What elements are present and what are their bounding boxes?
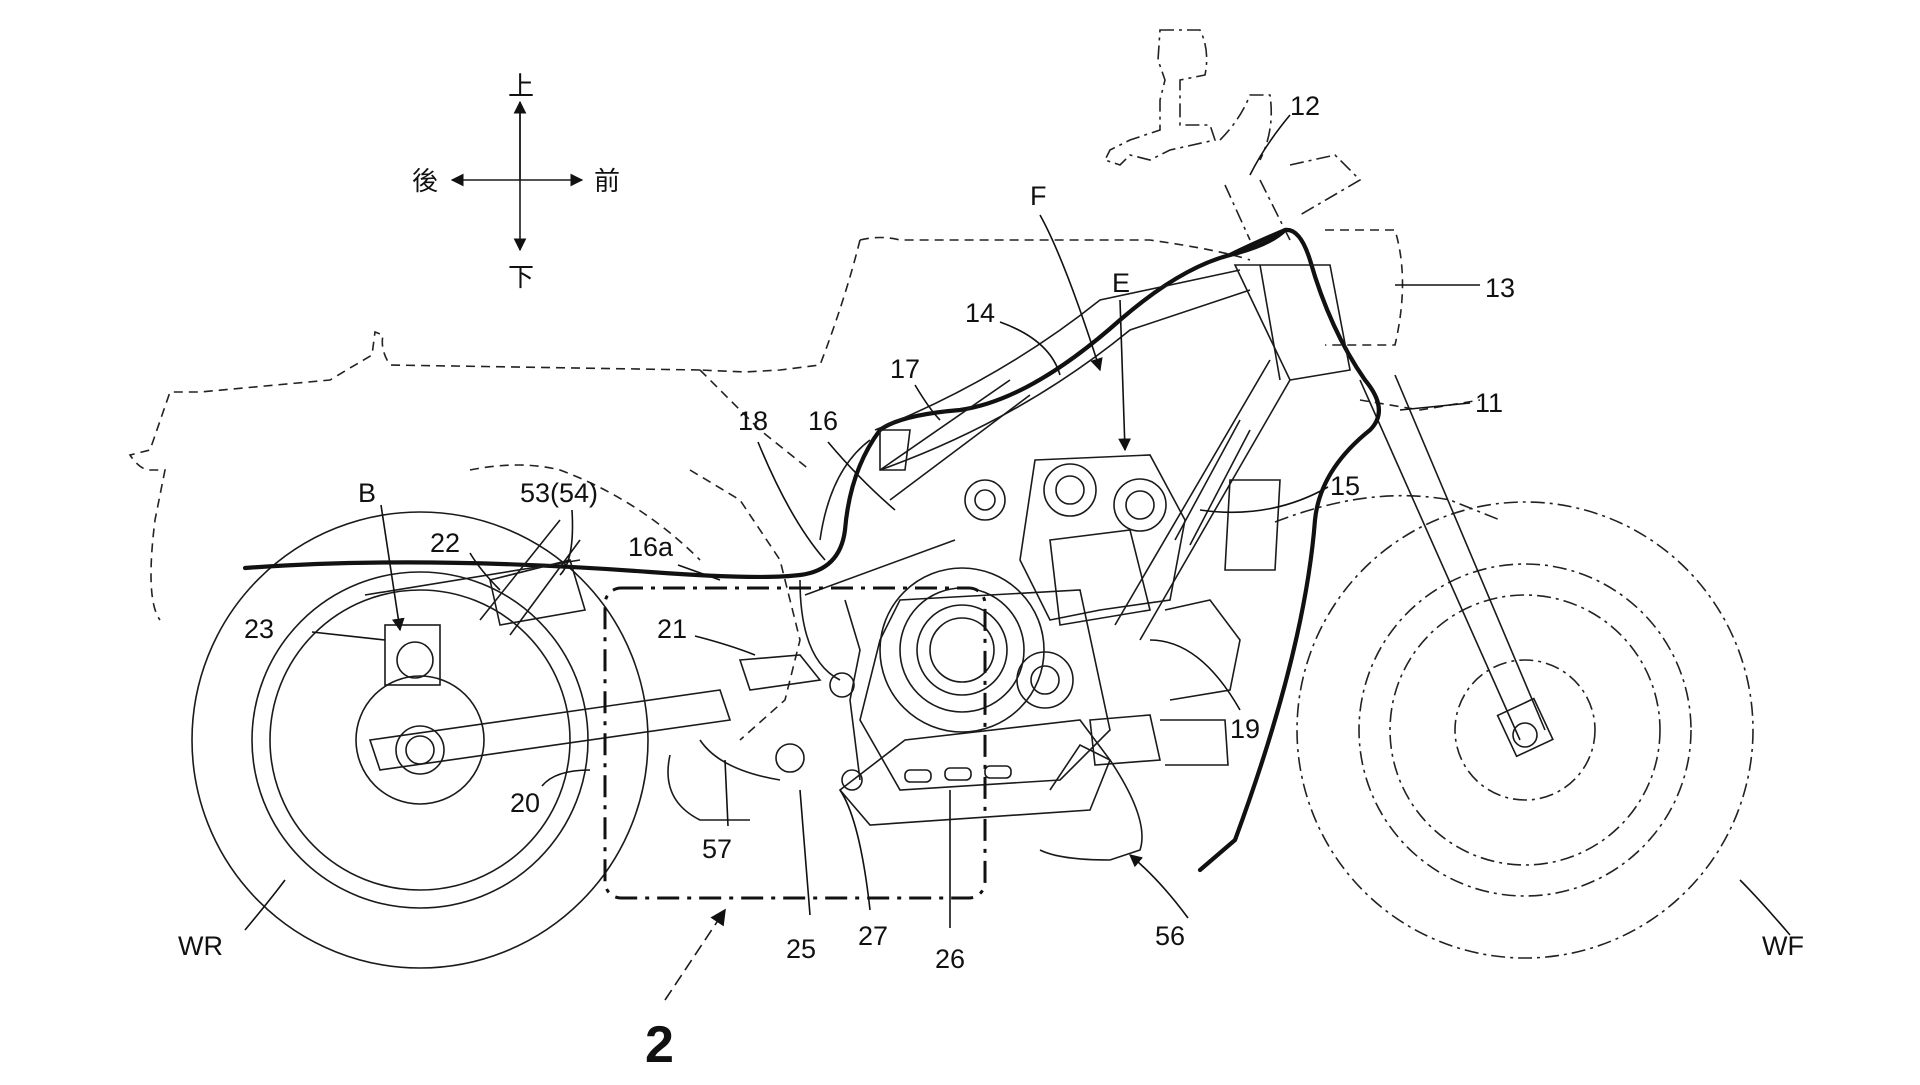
direction-down: 下 [508, 262, 534, 292]
label-WF: WF [1762, 931, 1804, 961]
label-17: 17 [890, 354, 920, 384]
label-14: 14 [965, 298, 995, 328]
direction-compass: 上 下 後 前 [412, 71, 620, 292]
frame-outline [242, 227, 1381, 873]
label-F: F [1030, 181, 1047, 211]
label-E: E [1112, 268, 1130, 298]
headlight-and-handlebar [1103, 29, 1481, 411]
direction-up: 上 [508, 71, 534, 101]
label-56: 56 [1155, 921, 1185, 951]
label-53-54: 53(54) [520, 478, 598, 508]
label-27: 27 [858, 921, 888, 951]
reference-labels: 12 13 11 F E 14 17 18 16 15 B 53(54) 22 … [178, 91, 1804, 974]
swingarm-and-shock [364, 519, 732, 775]
engine [859, 454, 1281, 791]
leader-lines [244, 114, 1791, 936]
direction-rear: 後 [412, 166, 438, 196]
figure-number: 2 [645, 1016, 674, 1074]
label-19: 19 [1230, 714, 1260, 744]
skid-plate [667, 719, 1143, 861]
label-16a: 16a [628, 532, 674, 562]
view-arrow [664, 908, 726, 1001]
label-11: 11 [1475, 388, 1503, 418]
front-wheel [1274, 494, 1754, 959]
label-23: 23 [244, 614, 274, 644]
detail-region-box [603, 586, 987, 900]
label-20: 20 [510, 788, 540, 818]
direction-front: 前 [594, 166, 620, 196]
footpeg-and-lever [738, 599, 863, 791]
label-B: B [358, 478, 376, 508]
label-12: 12 [1290, 91, 1320, 121]
label-16: 16 [808, 406, 838, 436]
label-25: 25 [786, 934, 816, 964]
label-18: 18 [738, 406, 768, 436]
label-26: 26 [935, 944, 965, 974]
label-15: 15 [1330, 471, 1360, 501]
label-WR: WR [178, 931, 223, 961]
front-fork [1359, 374, 1554, 758]
label-22: 22 [430, 528, 460, 558]
rear-wheel [191, 511, 649, 969]
frame-tubes [799, 264, 1351, 681]
label-57: 57 [702, 834, 732, 864]
label-13: 13 [1485, 273, 1515, 303]
body-outline [128, 236, 1251, 741]
label-21: 21 [657, 614, 687, 644]
